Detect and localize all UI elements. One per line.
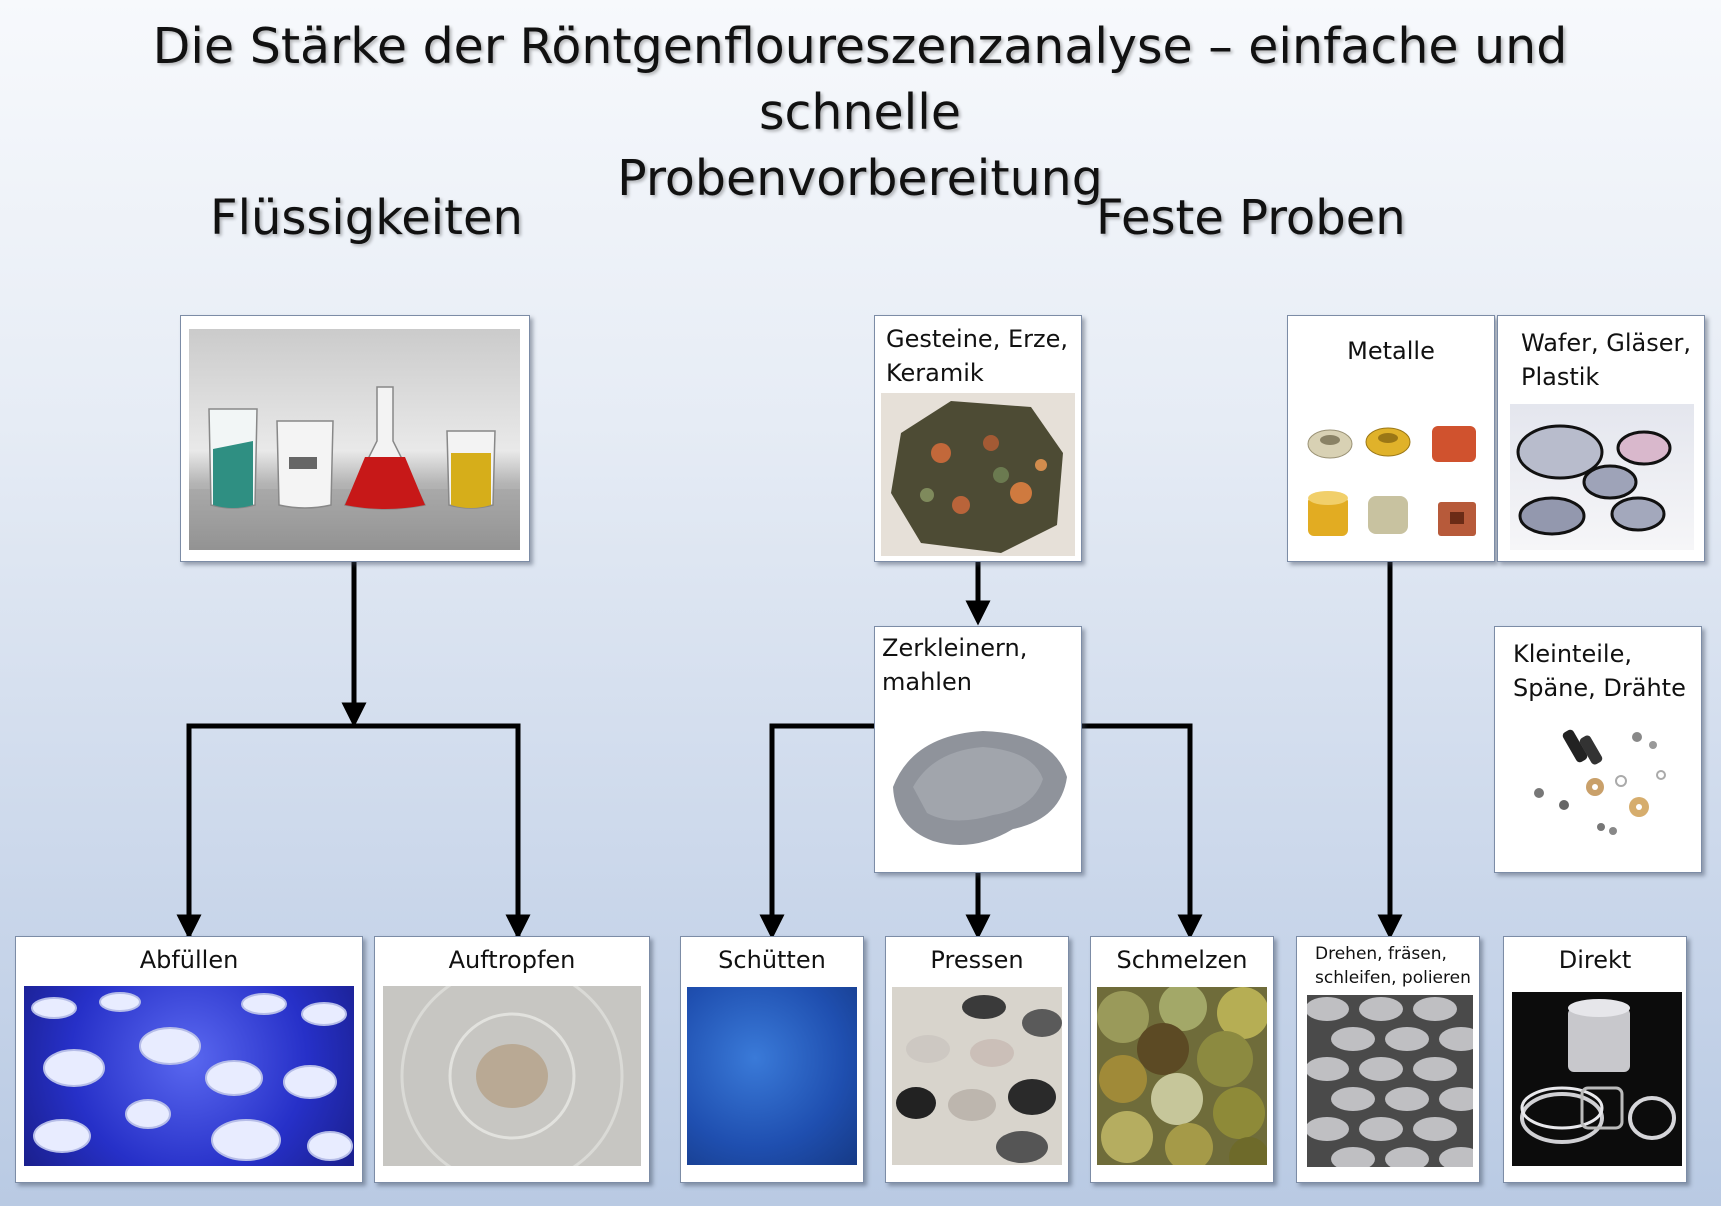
fused-beads-image: [1097, 987, 1267, 1165]
box-machining: Drehen, fräsen, schleifen, polieren: [1296, 936, 1480, 1183]
lab-glassware-image: [189, 329, 520, 550]
wafer-discs-image: [1510, 404, 1694, 550]
pressed-pellets-image: [892, 987, 1062, 1165]
schmelzen-label: Schmelzen: [1091, 943, 1273, 977]
metals-label: Metalle: [1288, 334, 1494, 368]
box-auftropfen: Auftropfen: [374, 936, 650, 1183]
small-parts-label: Kleinteile, Späne, Drähte: [1513, 637, 1686, 705]
box-liquids-image: [180, 315, 530, 562]
sample-cup-direct-image: [1512, 992, 1682, 1166]
rocks-label: Gesteine, Erze, Keramik: [886, 322, 1068, 390]
crush-label: Zerkleinern, mahlen: [882, 631, 1027, 699]
direkt-label: Direkt: [1504, 943, 1686, 977]
connector-crush-right: [1082, 726, 1190, 932]
small-parts-image: [1509, 723, 1689, 843]
machining-label: Drehen, fräsen, schleifen, polieren: [1315, 942, 1471, 990]
box-pressen: Pressen: [885, 936, 1069, 1183]
box-direkt: Direkt: [1503, 936, 1687, 1183]
box-schmelzen: Schmelzen: [1090, 936, 1274, 1183]
ground-powder-image: [883, 717, 1075, 867]
sample-cups-image: [24, 986, 354, 1166]
connector-crush-left: [772, 726, 874, 932]
box-small-parts: Kleinteile, Späne, Drähte: [1494, 626, 1702, 873]
pressen-label: Pressen: [886, 943, 1068, 977]
auftropfen-label: Auftropfen: [375, 943, 649, 977]
box-wafer-glass-plastic: Wafer, Gläser, Plastik: [1497, 315, 1705, 562]
ore-rock-image: [881, 393, 1075, 556]
schuetten-label: Schütten: [681, 943, 863, 977]
wafer-label: Wafer, Gläser, Plastik: [1521, 326, 1691, 394]
metal-samples-image: [1300, 408, 1484, 548]
metal-discs-image: [1307, 995, 1473, 1167]
box-rocks-ores-ceramics: Gesteine, Erze, Keramik: [874, 315, 1082, 562]
drip-film-image: [383, 986, 641, 1166]
box-abfuellen: Abfüllen: [15, 936, 363, 1183]
abfuellen-label: Abfüllen: [16, 943, 362, 977]
connector-liquids-branch: [189, 726, 518, 936]
box-schuetten: Schütten: [680, 936, 864, 1183]
box-crush-grind: Zerkleinern, mahlen: [874, 626, 1082, 873]
box-metals: Metalle: [1287, 315, 1495, 562]
blue-granules-image: [687, 987, 857, 1165]
